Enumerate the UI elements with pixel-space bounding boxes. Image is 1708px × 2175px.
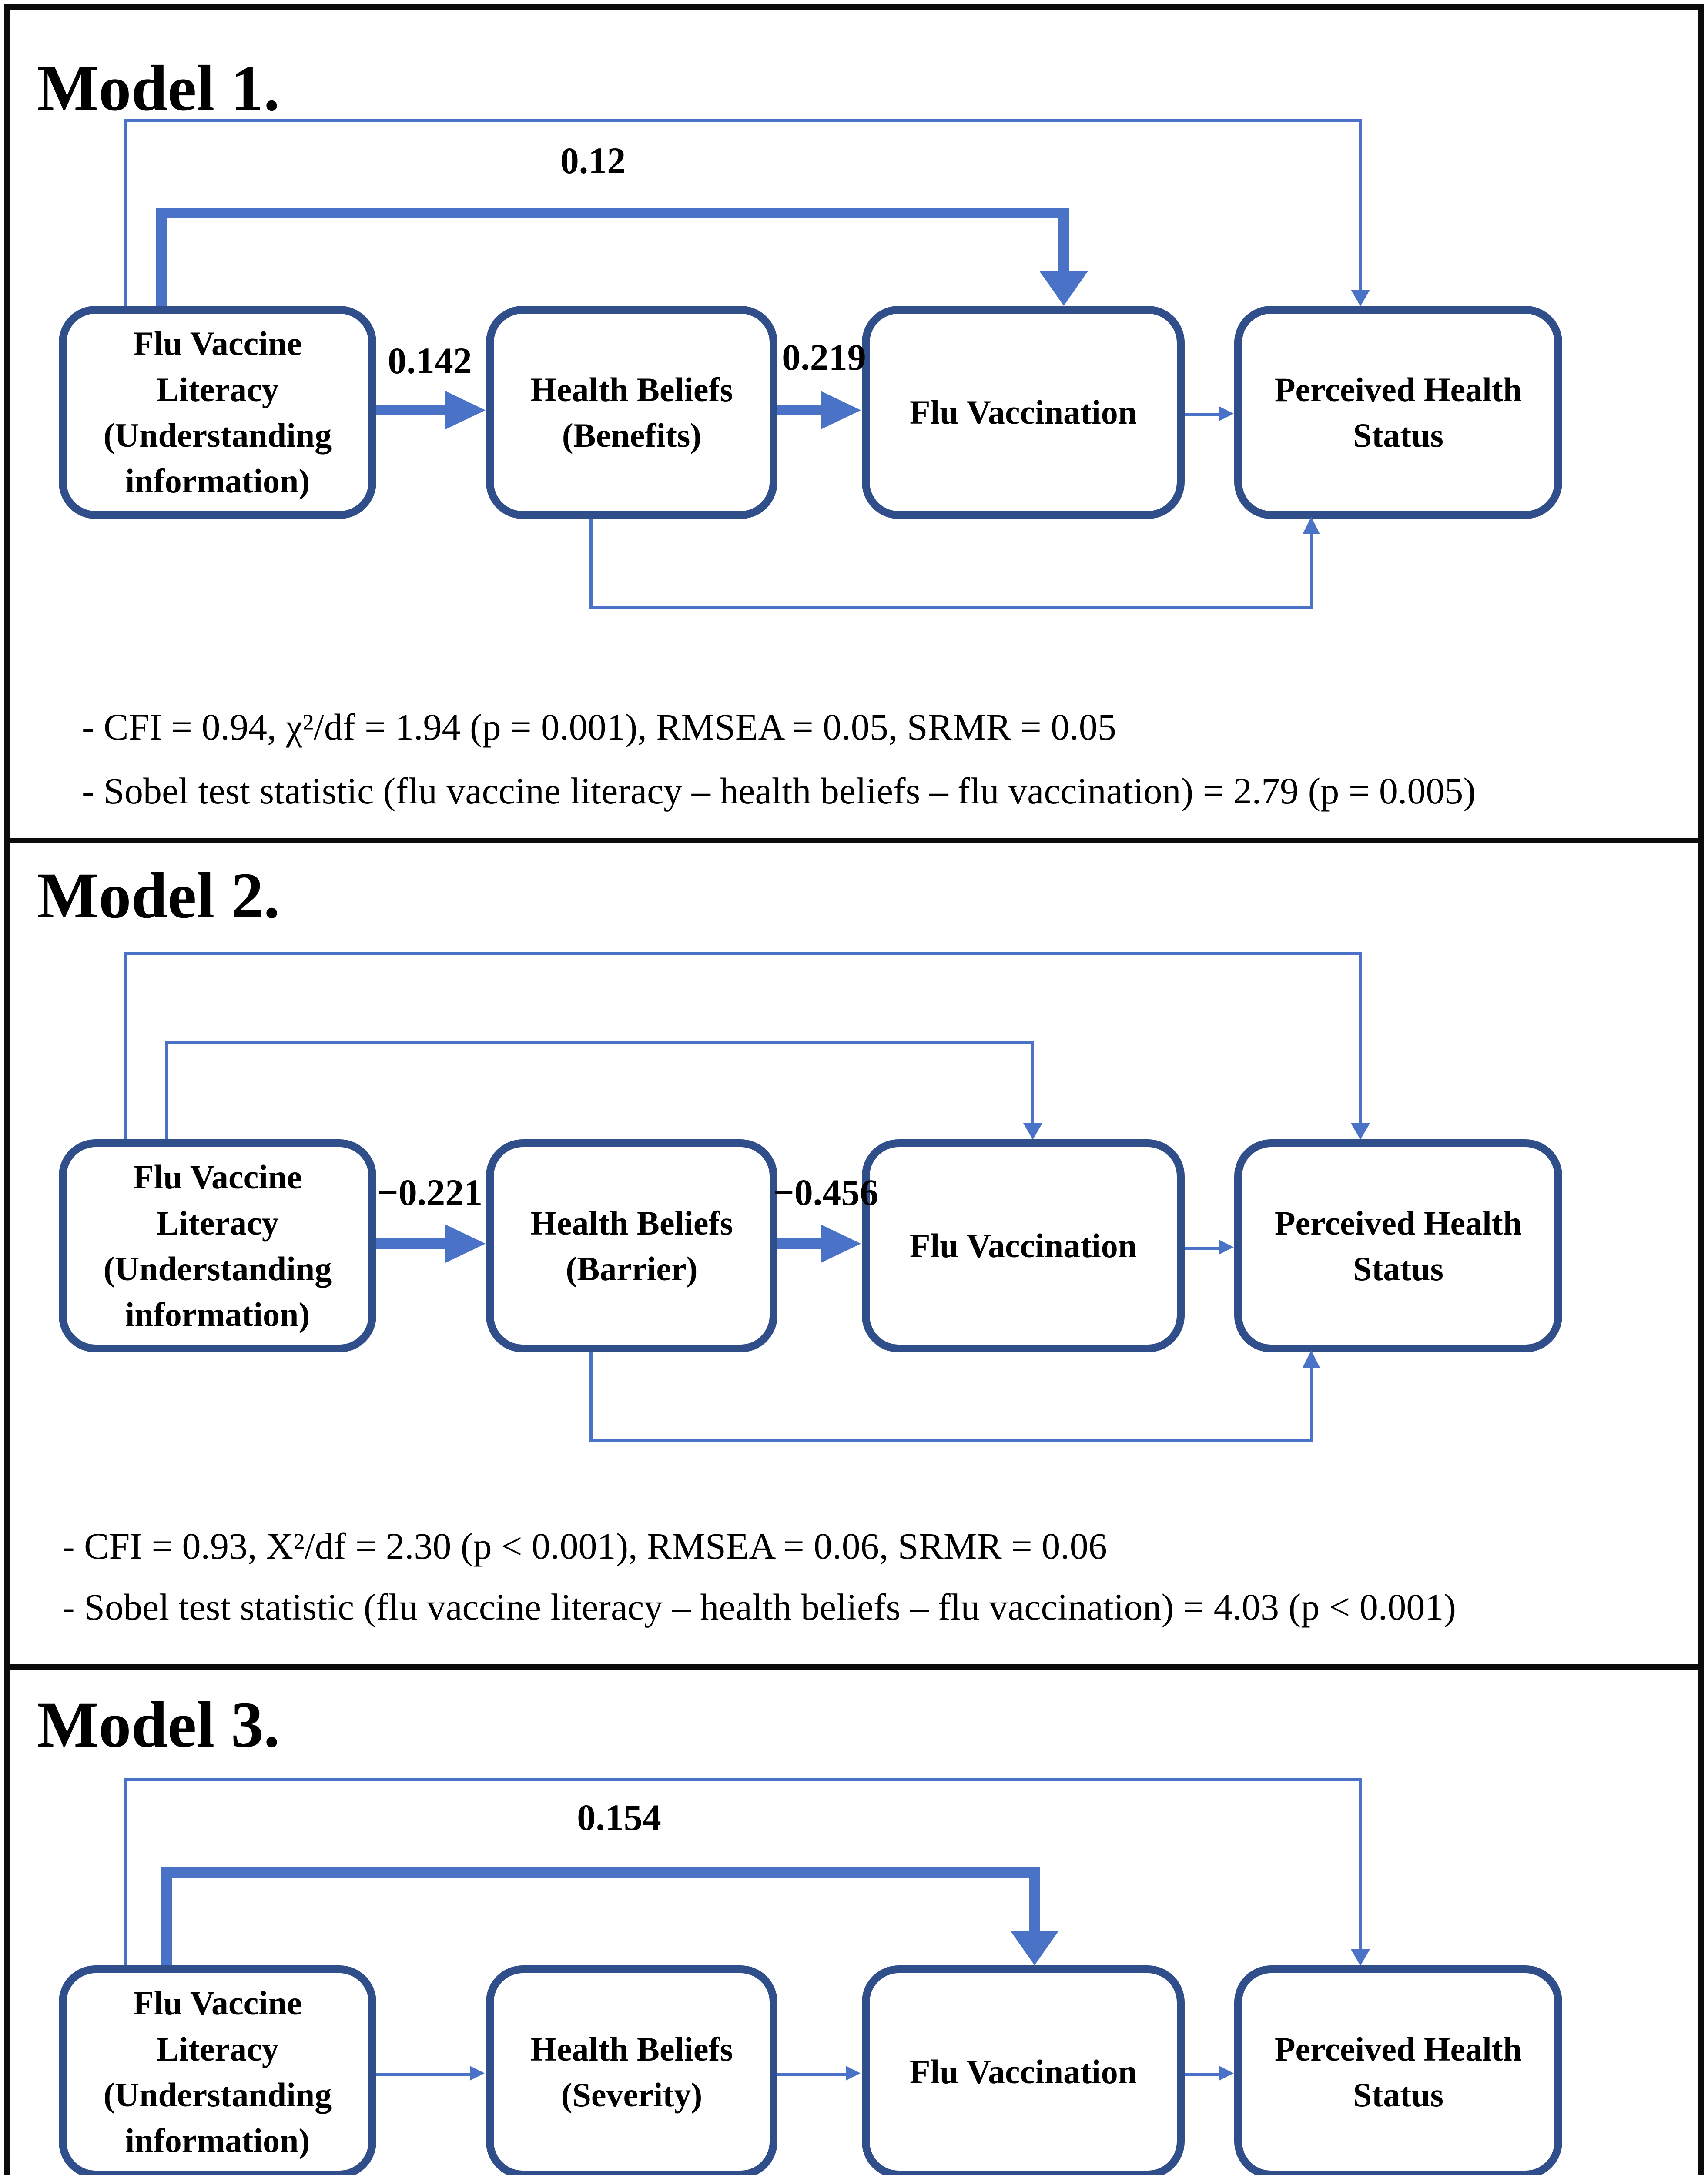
m2-arrow-literacy-to-beliefs-arrowhead-icon (445, 1225, 486, 1263)
m1-arrow-vaccination-to-health-line (1185, 413, 1220, 416)
m2-outer-path-arrowhead-icon (1351, 1123, 1370, 1140)
m3-outer-path-descent-line (1359, 1778, 1362, 1951)
figure-frame: Model 1. 0.12 Flu Vaccine Literacy (Unde… (4, 4, 1704, 2175)
m3-outer-path-stub-line (124, 1778, 127, 1965)
m3-outer-path-arrowhead-icon (1351, 1949, 1370, 1966)
m1-fit-stats: - CFI = 0.94, χ²/df = 1.94 (p = 0.001), … (82, 706, 1116, 748)
m2-arrow-beliefs-to-vaccination-line (777, 1238, 822, 1249)
m3-outer-path-top-line (124, 1778, 1362, 1781)
model-3-title: Model 3. (37, 1689, 280, 1761)
m3-beliefs-box: Health Beliefs (Severity) (486, 1965, 777, 2175)
m1-coef-literacy-to-vaccination: 0.12 (560, 140, 626, 181)
m2-vaccination-box-label: Flu Vaccination (909, 1227, 1137, 1265)
m2-vaccination-box: Flu Vaccination (862, 1139, 1185, 1352)
m1-arrow-literacy-to-beliefs-arrowhead-icon (445, 391, 486, 429)
m1-outer-path-stub-line (124, 119, 127, 306)
m2-coef-literacy-to-beliefs: −0.221 (377, 1171, 483, 1213)
m1-vaccination-box: Flu Vaccination (862, 306, 1185, 519)
m2-inner-path-descent-line (1031, 1041, 1034, 1125)
m2-outer-path-top-line (124, 952, 1362, 955)
m1-bottom-path-bottom-line (589, 606, 1313, 609)
m1-inner-path-top-line (156, 208, 1069, 218)
m1-literacy-box: Flu Vaccine Literacy (Understanding info… (59, 306, 376, 519)
model-1-title: Model 1. (37, 52, 280, 124)
m2-arrow-vaccination-to-health-line (1185, 1247, 1220, 1250)
m1-literacy-box-label: Flu Vaccine Literacy (Understanding info… (103, 325, 332, 500)
m3-health-box: Perceived Health Status (1234, 1965, 1562, 2175)
m1-sobel-stats: - Sobel test statistic (flu vaccine lite… (82, 770, 1476, 812)
m1-arrow-beliefs-to-vaccination-arrowhead-icon (821, 391, 861, 429)
m2-sobel-stats: - Sobel test statistic (flu vaccine lite… (62, 1586, 1456, 1628)
m1-beliefs-box: Health Beliefs (Benefits) (486, 306, 777, 519)
m2-literacy-box: Flu Vaccine Literacy (Understanding info… (59, 1139, 376, 1352)
m2-fit-stats: - CFI = 0.93, X²/df = 2.30 (p < 0.001), … (62, 1525, 1107, 1567)
m1-coef-literacy-to-beliefs: 0.142 (388, 340, 472, 381)
m2-arrow-literacy-to-beliefs-line (376, 1238, 446, 1249)
m2-arrow-vaccination-to-health-arrowhead-icon (1219, 1240, 1234, 1255)
m3-arrow-beliefs-to-vaccination-line (777, 2073, 847, 2076)
m2-arrow-beliefs-to-vaccination-arrowhead-icon (821, 1225, 861, 1263)
m1-inner-path-descent-line (1058, 208, 1069, 272)
m1-arrow-beliefs-to-vaccination-line (777, 405, 822, 415)
m3-arrow-vaccination-to-health-arrowhead-icon (1219, 2066, 1234, 2081)
m1-outer-path-top-line (124, 119, 1362, 122)
m3-vaccination-box: Flu Vaccination (862, 1965, 1185, 2175)
m3-coef-literacy-to-vaccination: 0.154 (577, 1797, 661, 1838)
m3-literacy-box: Flu Vaccine Literacy (Understanding info… (59, 1965, 376, 2175)
m2-coef-beliefs-to-vaccination: −0.456 (773, 1171, 879, 1213)
m1-vaccination-box-label: Flu Vaccination (909, 393, 1137, 432)
m1-beliefs-box-label: Health Beliefs (Benefits) (530, 370, 733, 454)
m3-beliefs-box-label: Health Beliefs (Severity) (530, 2030, 733, 2114)
m3-inner-path-arrowhead-icon (1010, 1931, 1059, 1965)
m2-health-box-label: Perceived Health Status (1274, 1204, 1522, 1288)
m3-arrow-vaccination-to-health-line (1185, 2073, 1220, 2076)
m1-outer-path-arrowhead-icon (1351, 290, 1370, 306)
m1-arrow-vaccination-to-health-arrowhead-icon (1219, 406, 1234, 421)
m1-health-box: Perceived Health Status (1234, 306, 1562, 519)
m3-inner-path-descent-line (1029, 1867, 1040, 1932)
m3-arrow-beliefs-to-vaccination-arrowhead-icon (846, 2066, 861, 2081)
panel-divider (10, 838, 1698, 843)
m1-outer-path-descent-line (1359, 119, 1362, 292)
model-3-panel: Model 3. 0.154 Flu Vaccine Literacy (Und… (10, 1670, 1698, 2175)
m2-bottom-path-left-line (589, 1352, 593, 1442)
m3-literacy-box-label: Flu Vaccine Literacy (Understanding info… (103, 1984, 332, 2160)
m1-bottom-path-left-line (589, 519, 593, 609)
m2-inner-path-stub-line (165, 1041, 168, 1139)
model-1-panel: Model 1. 0.12 Flu Vaccine Literacy (Unde… (10, 10, 1698, 838)
m1-inner-path-arrowhead-icon (1039, 271, 1088, 306)
m1-coef-beliefs-to-vaccination: 0.219 (782, 336, 866, 378)
m3-inner-path-stub-line (161, 1867, 172, 1965)
m2-outer-path-stub-line (124, 952, 127, 1139)
m2-bottom-path-arrowhead-icon (1303, 1350, 1320, 1368)
m2-inner-path-top-line (165, 1041, 1034, 1044)
m3-arrow-literacy-to-beliefs-line (376, 2073, 471, 2076)
m3-arrow-literacy-to-beliefs-arrowhead-icon (470, 2066, 485, 2081)
m2-bottom-path-bottom-line (589, 1439, 1313, 1442)
m1-inner-path-stub-line (156, 208, 167, 306)
m2-inner-path-arrowhead-icon (1023, 1123, 1042, 1140)
m3-vaccination-box-label: Flu Vaccination (909, 2053, 1137, 2091)
model-2-title: Model 2. (37, 860, 280, 932)
m1-arrow-literacy-to-beliefs-line (376, 405, 446, 415)
m1-health-box-label: Perceived Health Status (1274, 370, 1522, 454)
m3-inner-path-top-line (161, 1867, 1040, 1878)
m2-health-box: Perceived Health Status (1234, 1139, 1562, 1352)
m2-beliefs-box-label: Health Beliefs (Barrier) (530, 1204, 733, 1288)
m2-bottom-path-right-line (1310, 1367, 1313, 1442)
m2-literacy-box-label: Flu Vaccine Literacy (Understanding info… (103, 1158, 332, 1334)
m1-bottom-path-arrowhead-icon (1303, 517, 1320, 534)
m1-bottom-path-right-line (1310, 534, 1313, 609)
model-2-panel: Model 2. Flu Vaccine Literacy (Understan… (10, 843, 1698, 1664)
m3-health-box-label: Perceived Health Status (1274, 2030, 1522, 2114)
m2-beliefs-box: Health Beliefs (Barrier) (486, 1139, 777, 1352)
panel-divider (10, 1664, 1698, 1670)
m2-outer-path-descent-line (1359, 952, 1362, 1125)
